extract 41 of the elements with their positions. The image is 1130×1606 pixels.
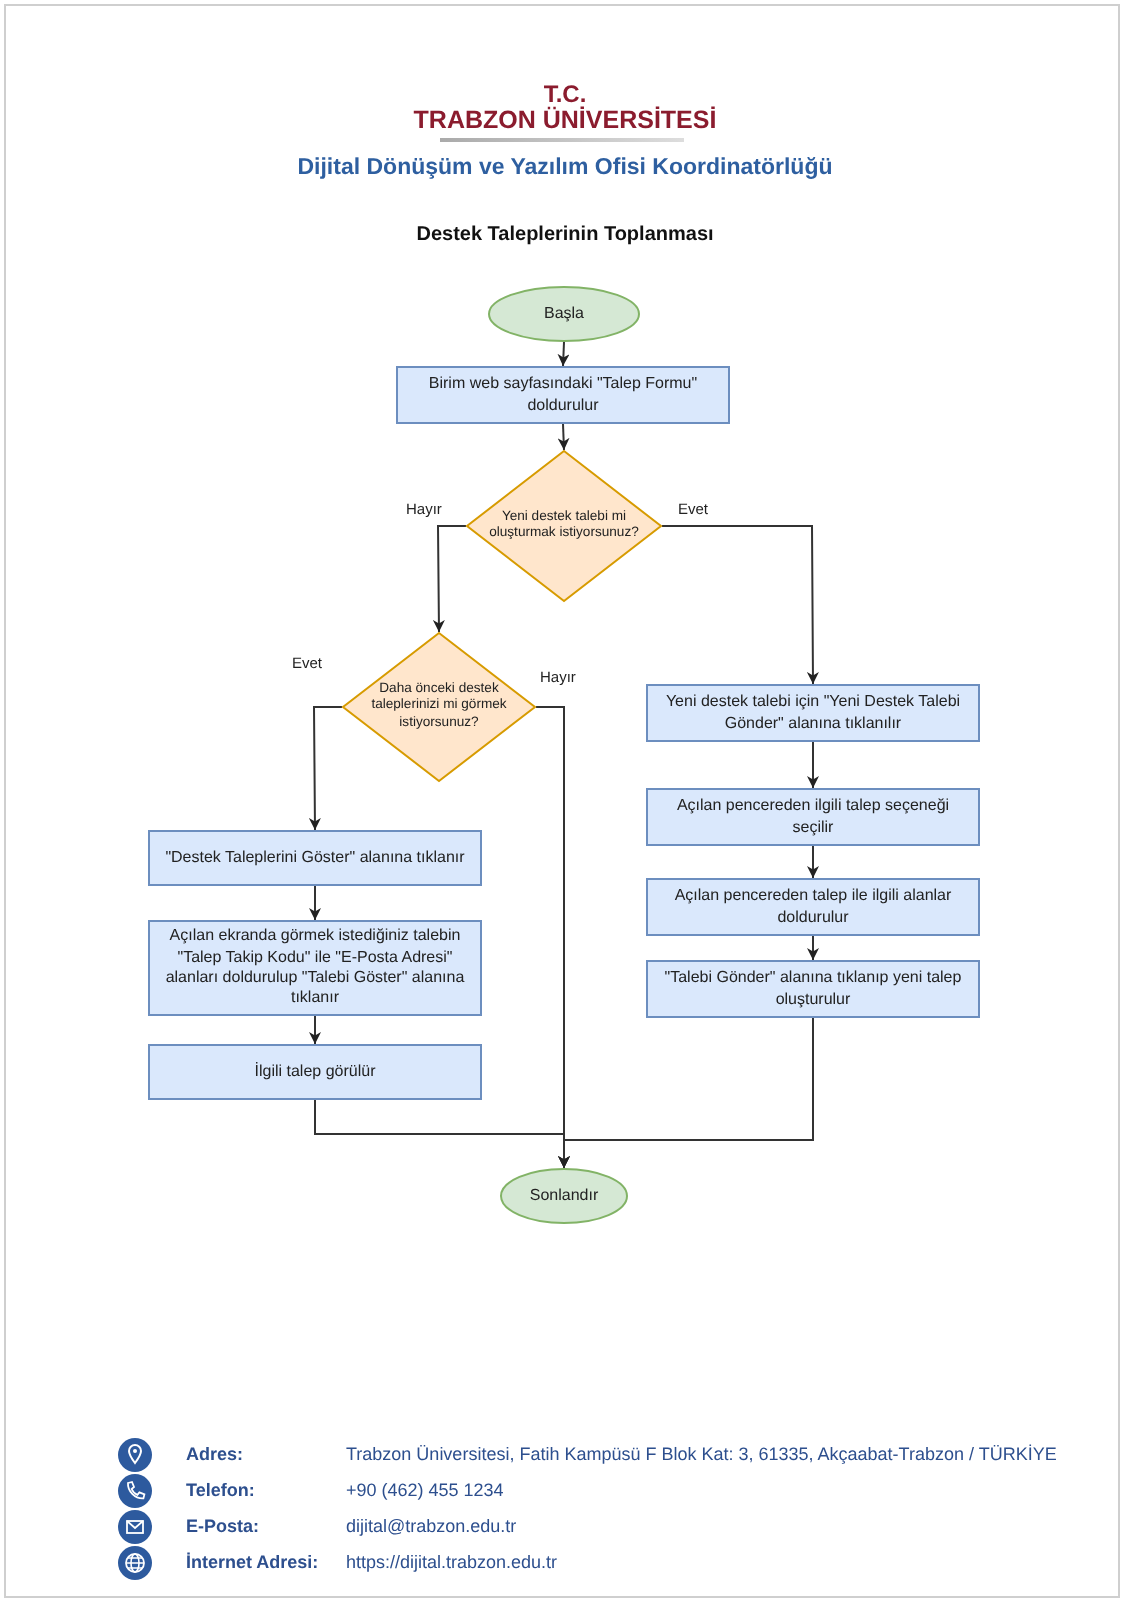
step-text: Açılan pencereden talep ile ilgili alanlar doldurulur xyxy=(672,886,954,928)
arrow xyxy=(309,885,321,921)
step-text: İlgili talep görülür xyxy=(252,1061,378,1083)
step-text: Başla xyxy=(541,303,586,325)
arrow xyxy=(308,706,343,831)
header-text: T.C. xyxy=(541,80,587,108)
step-text: Birim web sayfasındaki "Talep Formu" doldurulur xyxy=(426,374,700,416)
arrow xyxy=(558,1017,814,1169)
step-text: Açılan ekranda görmek istediğiniz talebin "Talep Takip Kodu" ile "E-Posta Adresi" alanları doldurulup "Talebi Göster" alanına tıklanır xyxy=(163,926,467,1010)
contact-label: Adres: xyxy=(186,1444,244,1464)
arrow xyxy=(661,525,819,685)
step-text: Sonlandır xyxy=(527,1185,601,1207)
process-box xyxy=(396,366,730,424)
contact-label: Telefon: xyxy=(186,1480,255,1500)
process-box xyxy=(148,830,482,886)
contact-label: E-Posta: xyxy=(186,1516,260,1536)
process-box xyxy=(148,1044,482,1100)
step-text: Yeni destek talebi için "Yeni Destek Talebi Gönder" alanına tıklanılır xyxy=(663,692,963,734)
contact-value: +90 (462) 455 1234 xyxy=(346,1480,504,1500)
contact-value: dijital@trabzon.edu.tr xyxy=(346,1516,517,1536)
process-box xyxy=(646,684,980,742)
contact-label: İnternet Adresi: xyxy=(186,1552,319,1572)
arrow xyxy=(807,935,819,961)
office-name: Dijital Dönüşüm ve Yazılım Ofisi Koordinatörlüğü xyxy=(295,156,835,180)
step-text: Açılan pencereden ilgili talep seçeneği seçilir xyxy=(674,796,952,838)
arrow xyxy=(309,1015,321,1045)
step-text: "Destek Taleplerini Göster" alanına tıklanır xyxy=(163,847,467,869)
arrow xyxy=(557,423,570,451)
university-name: TRABZON ÜNİVERSİTESİ xyxy=(411,106,719,134)
step-text: "Talebi Gönder" alanına tıklanıp yeni talep oluşturulur xyxy=(662,968,964,1010)
contact-value: https://dijital.trabzon.edu.tr xyxy=(346,1552,558,1572)
process-box xyxy=(646,878,980,936)
process-box xyxy=(646,788,980,846)
process-box xyxy=(646,960,980,1018)
arrow xyxy=(432,525,467,633)
arrow xyxy=(807,741,819,789)
contact-value: Trabzon Üniversitesi, Fatih Kampüsü F Blok Kat: 3, 61335, Akçaabat-Trabzon / TÜRKİYE xyxy=(346,1444,1057,1464)
arrow xyxy=(557,341,570,367)
diagram-title: Destek Taleplerinin Toplanması xyxy=(414,224,716,246)
process-box xyxy=(148,920,482,1016)
arrow xyxy=(807,845,819,879)
